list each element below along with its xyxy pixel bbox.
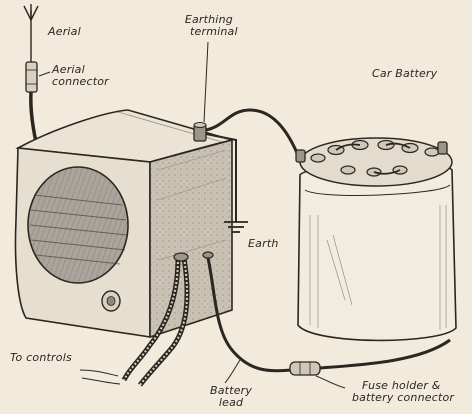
car-battery-label: Car Battery xyxy=(372,67,438,80)
fuse-holder xyxy=(289,361,321,376)
aerial-lead xyxy=(29,91,38,143)
battery-lead-label-line1: Battery xyxy=(210,384,253,397)
earthing-terminal xyxy=(193,122,207,142)
battery-terminals xyxy=(295,141,448,163)
battery-lead-label-line2: lead xyxy=(218,396,244,409)
fuse-to-battery-lead xyxy=(319,338,451,370)
fuse-holder-label: Fuse holder & battery connector xyxy=(352,380,454,404)
control-cables xyxy=(121,257,190,387)
battery-positive-lead xyxy=(205,108,302,161)
aerial-connector-label-line2: connector xyxy=(52,75,109,88)
aerial-label: Aerial xyxy=(48,25,81,38)
earthing-terminal-label: Earthing terminal xyxy=(180,14,238,38)
cable-sockets xyxy=(173,251,214,262)
battery-lead xyxy=(206,257,293,373)
speaker-grille xyxy=(27,166,129,284)
fuse-holder-label-line1: Fuse holder & xyxy=(362,379,441,392)
earth-label: Earth xyxy=(248,237,279,250)
aerial-connector-label: Aerial connector xyxy=(52,64,109,88)
earthing-terminal-label-line1: Earthing xyxy=(184,13,233,26)
aerial-icon xyxy=(23,4,39,62)
earth-wire xyxy=(205,133,237,222)
car-battery-body xyxy=(297,161,457,342)
earthing-terminal-label-line2: terminal xyxy=(190,25,238,38)
leader-lines xyxy=(38,41,346,389)
aerial-connector xyxy=(25,61,38,93)
fuse-holder-label-line2: battery connector xyxy=(352,391,455,404)
aerial-connector-label-line1: Aerial xyxy=(52,63,85,76)
earth-ground-icon xyxy=(224,221,248,233)
to-controls-label: To controls xyxy=(10,351,72,364)
car-battery-top xyxy=(299,137,453,187)
control-knob-icon xyxy=(101,290,121,312)
battery-lead-label: Battery lead xyxy=(210,385,252,409)
